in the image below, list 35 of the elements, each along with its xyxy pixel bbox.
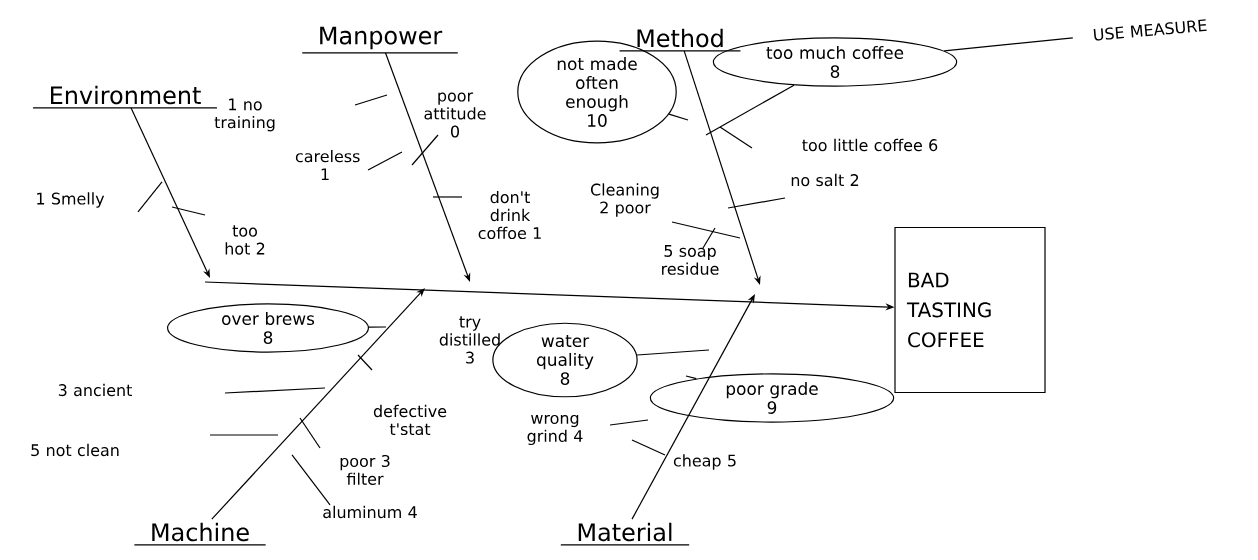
branch-line: [685, 375, 697, 380]
cause-oval: over brews 8: [167, 303, 370, 353]
cause-label: 1 Smelly: [37, 192, 105, 208]
cause-label: don't drink coffoe 1: [478, 190, 541, 240]
cause-label: wrong grind 4: [527, 414, 583, 446]
branch-line: [368, 326, 387, 328]
bone-arrow: [384, 52, 471, 282]
cause-oval: poor grade 9: [649, 373, 895, 423]
branch-line: [636, 349, 710, 356]
cause-label: defective t'stat: [373, 404, 447, 436]
cause-label: 5 not clean: [31, 443, 119, 457]
cause-label: too hot 2: [225, 225, 265, 255]
note-text: USE MEASURE: [1093, 19, 1207, 41]
cause-label: Cleaning 2 poor: [590, 183, 659, 217]
cause-label: cheap 5: [673, 454, 736, 470]
cause-label: aluminum 4: [323, 505, 417, 519]
category-heading: Machine: [133, 522, 267, 546]
cause-label: poor 3 filter: [340, 455, 390, 485]
cause-label: careless 1: [295, 149, 360, 180]
bone-arrow: [130, 107, 210, 278]
effect-box: BAD TASTING COFFEE: [894, 226, 1046, 394]
cause-label: 5 soap residue: [662, 245, 719, 275]
connector-line: [943, 37, 1074, 52]
bone-arrow: [683, 50, 761, 285]
cause-label: poor attitude 0: [424, 92, 486, 138]
cause-label: no salt 2: [791, 173, 859, 187]
category-heading: Material: [560, 522, 690, 546]
cause-label: too little coffee 6: [802, 138, 938, 152]
bone-arrow: [211, 288, 425, 520]
branch-line: [668, 113, 689, 121]
category-heading: Manpower: [301, 26, 459, 54]
branch-line: [705, 84, 795, 136]
cause-label: 3 ancient: [58, 383, 132, 397]
bone-arrow: [631, 294, 755, 520]
cause-label: try distilled 3: [439, 316, 500, 364]
